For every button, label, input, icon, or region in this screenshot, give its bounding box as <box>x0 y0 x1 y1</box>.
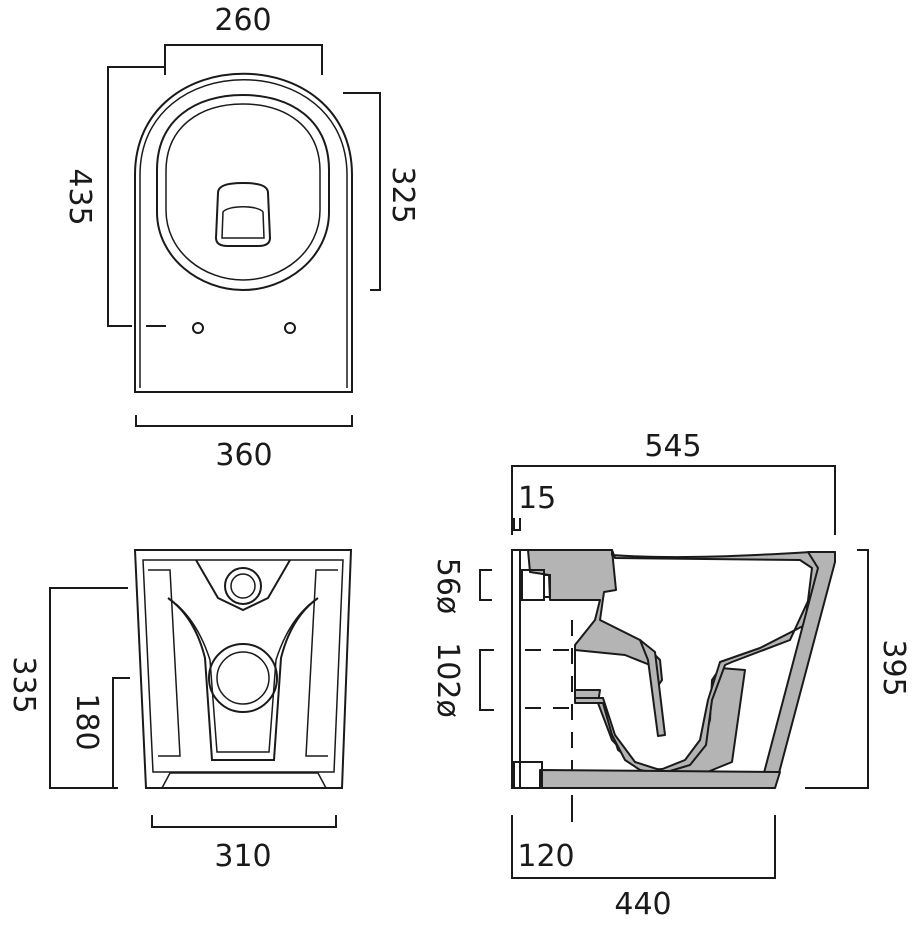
dim-line-335 <box>49 587 128 789</box>
label-180: 180 <box>69 693 104 750</box>
top-view-rim-inner <box>165 103 321 281</box>
back-view-inlet-inner <box>230 573 256 599</box>
dim-line-260 <box>164 44 323 75</box>
top-view-flush-outlet-inner <box>221 206 265 239</box>
back-view-right-rib <box>305 569 338 757</box>
dim-line-440 <box>511 815 776 879</box>
label-395: 395 <box>876 639 911 696</box>
dim-line-15 <box>513 518 521 531</box>
side-view: 545 15 56ø 102ø 395 120 440 <box>430 429 911 922</box>
back-view-outlet-inner <box>216 651 270 705</box>
label-545: 545 <box>644 429 701 464</box>
dim-line-435 <box>107 66 166 327</box>
top-view-flush-outlet <box>214 181 272 247</box>
side-view-foot <box>513 761 543 789</box>
top-view-fixing-hole-right <box>284 322 296 334</box>
label-325: 325 <box>385 166 420 223</box>
side-view-rear-section <box>511 549 746 776</box>
back-view-trap-body <box>167 597 319 761</box>
label-56: 56ø <box>430 558 465 615</box>
label-260: 260 <box>214 3 271 38</box>
label-15: 15 <box>518 481 556 516</box>
label-310: 310 <box>214 839 271 874</box>
label-102: 102ø <box>430 642 465 718</box>
back-view-outlet-outer <box>208 643 278 713</box>
label-435: 435 <box>62 168 97 225</box>
side-view-front-wall <box>759 551 836 789</box>
dim-line-180 <box>112 677 130 788</box>
side-view-base-section <box>539 769 781 789</box>
back-view-left-rib <box>148 569 181 757</box>
dim-line-102 <box>479 649 494 711</box>
top-view-fixing-hole-left <box>192 322 204 334</box>
back-view-base-line <box>161 772 327 789</box>
back-view-inner-outline <box>142 559 344 773</box>
top-view-outer-outline <box>134 72 353 393</box>
back-view-inlet-outer <box>224 567 262 605</box>
dim-line-325 <box>343 92 381 291</box>
label-335: 335 <box>6 656 41 713</box>
label-440: 440 <box>614 887 671 922</box>
side-view-siphon-leg <box>639 639 666 737</box>
back-view: 335 180 310 <box>6 549 353 874</box>
back-view-trap-inner <box>175 603 311 753</box>
dim-line-395 <box>805 549 869 789</box>
side-view-bowl-section <box>574 549 836 775</box>
dim-line-120 <box>511 795 573 830</box>
label-120: 120 <box>517 839 574 874</box>
dim-line-56 <box>479 569 492 601</box>
side-view-wall-plate <box>511 549 521 789</box>
top-view-rim <box>156 93 330 292</box>
top-view-inner-outline <box>139 79 348 388</box>
side-view-inlet-nut <box>543 574 551 598</box>
dim-line-545 <box>511 465 836 535</box>
back-view-trap-housing <box>195 559 291 612</box>
top-view: 260 435 325 360 <box>62 3 420 473</box>
back-view-outer-outline <box>133 549 353 789</box>
label-360: 360 <box>215 438 272 473</box>
dim-line-310 <box>151 815 337 828</box>
dim-line-360 <box>135 415 353 427</box>
